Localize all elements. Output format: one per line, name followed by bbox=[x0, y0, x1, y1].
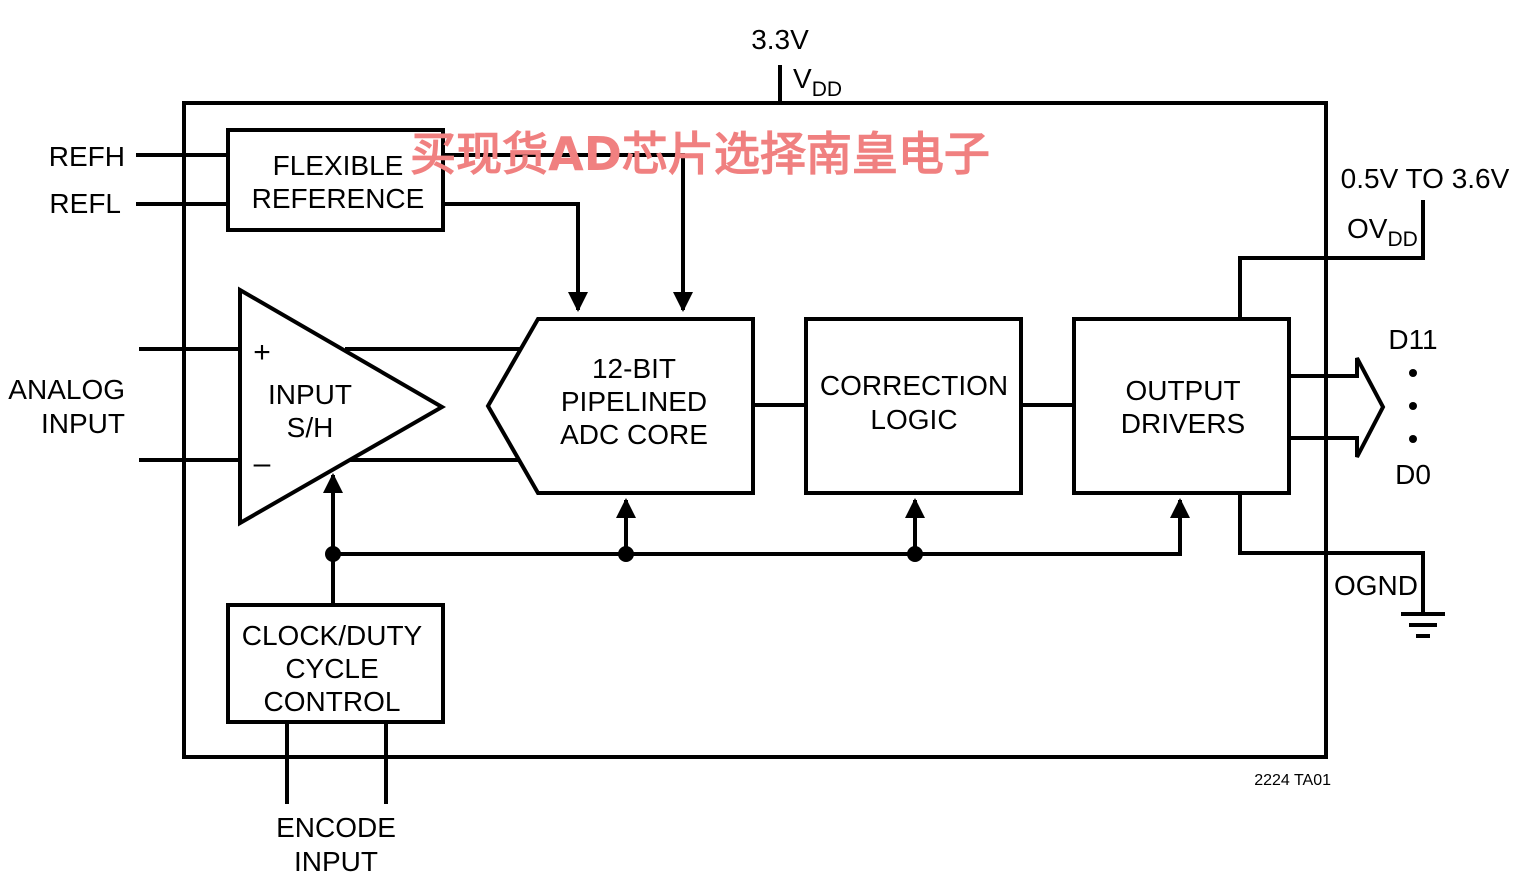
adc-core-line3: ADC CORE bbox=[560, 419, 708, 450]
output-drivers-line2: DRIVERS bbox=[1121, 408, 1245, 439]
clock-junction-3 bbox=[907, 546, 923, 562]
clock-control-line3: CONTROL bbox=[264, 686, 401, 717]
ground-icon bbox=[1401, 612, 1445, 638]
d0-label: D0 bbox=[1395, 459, 1431, 490]
clock-control-line1: CLOCK/DUTY bbox=[242, 620, 423, 651]
bus-dot-1 bbox=[1409, 369, 1417, 377]
output-drivers-block bbox=[1072, 317, 1291, 495]
bus-dot-3 bbox=[1409, 435, 1417, 443]
ref-arrow-1 bbox=[443, 202, 588, 312]
clock-control-line2: CYCLE bbox=[285, 653, 378, 684]
analog-input-line1: ANALOG bbox=[8, 374, 125, 405]
flexible-reference-line2: REFERENCE bbox=[252, 183, 425, 214]
ovdd-range: 0.5V TO 3.6V bbox=[1341, 163, 1510, 194]
watermark-text: 买现货AD芯片选择南皇电子 bbox=[410, 127, 990, 181]
encode-input-line1: ENCODE bbox=[276, 812, 396, 843]
clock-junction-1 bbox=[325, 546, 341, 562]
input-sh-line1: INPUT bbox=[268, 379, 352, 410]
data-bus-arrow bbox=[1287, 357, 1386, 458]
d11-label: D11 bbox=[1388, 324, 1437, 355]
analog-input-line2: INPUT bbox=[41, 408, 125, 439]
ovdd-line bbox=[1238, 200, 1425, 319]
input-sh-amplifier bbox=[238, 286, 447, 527]
clock-control-block bbox=[226, 603, 445, 724]
minus-sign: – bbox=[254, 447, 271, 480]
bus-dot-2 bbox=[1409, 402, 1417, 410]
chip-outline bbox=[182, 101, 1328, 759]
clock-to-output-arrow bbox=[333, 498, 1190, 556]
correction-logic-line1: CORRECTION bbox=[820, 370, 1008, 401]
input-sh-line2: S/H bbox=[287, 412, 334, 443]
ref-arrow-2 bbox=[443, 153, 693, 312]
refh-label: REFH bbox=[49, 141, 125, 172]
vdd-label: VDD bbox=[793, 63, 842, 101]
refl-label: REFL bbox=[49, 188, 121, 219]
output-drivers-line1: OUTPUT bbox=[1125, 375, 1240, 406]
encode-input-line2: INPUT bbox=[294, 846, 378, 877]
flexible-reference-block bbox=[226, 128, 445, 232]
ovdd-label: OVDD bbox=[1347, 213, 1418, 251]
adc-core-block bbox=[485, 317, 755, 495]
ognd-line bbox=[1238, 493, 1425, 612]
clock-junction-2 bbox=[618, 546, 634, 562]
adc-core-line1: 12-BIT bbox=[592, 353, 676, 384]
figure-id: 2224 TA01 bbox=[1254, 772, 1331, 789]
plus-sign: + bbox=[253, 336, 271, 369]
ognd-label: OGND bbox=[1334, 570, 1418, 601]
flexible-reference-line1: FLEXIBLE bbox=[273, 150, 404, 181]
adc-core-line2: PIPELINED bbox=[561, 386, 707, 417]
correction-logic-line2: LOGIC bbox=[870, 404, 957, 435]
vdd-voltage: 3.3V bbox=[751, 24, 809, 55]
